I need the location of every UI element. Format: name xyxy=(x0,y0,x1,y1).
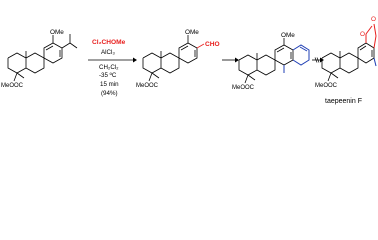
reaction-arrow-2 xyxy=(222,57,239,63)
molecule-4-methyl-bond xyxy=(373,57,377,67)
condition-temperature: -35 ºC xyxy=(99,72,117,79)
molecule-4-ester-label: MeOOC xyxy=(315,83,338,89)
molecule-2-ester-label: MeOOC xyxy=(136,83,159,89)
molecule-4-lactone-ring xyxy=(365,23,377,49)
condition-solvent: CH₂Cl₂ xyxy=(99,64,119,71)
molecule-3-ester-label: MeOOC xyxy=(232,85,255,91)
molecule-2-ome-label: OMe xyxy=(185,29,199,36)
molecule-1-starting-material xyxy=(7,34,78,82)
molecule-2-formyl-label: CHO xyxy=(205,41,220,48)
product-name-label: taepeenin F xyxy=(325,98,362,105)
reagent-dichloromethyl-methyl-ether: Cl₂CHOMe xyxy=(92,39,126,46)
molecule-4-carbonyl-oxygen: O xyxy=(371,16,376,23)
molecule-1-ester-label: MeOOC xyxy=(1,83,24,89)
molecule-3-new-ring xyxy=(283,44,310,73)
molecule-3-ome-label: OMe xyxy=(281,32,295,39)
scheme-canvas: OMe MeOOC Cl₂CHOMe AlCl₃ CH₂Cl₂ -35 ºC 1… xyxy=(1,16,377,105)
reaction-arrow-1 xyxy=(88,57,137,63)
molecule-1-ome-label: OMe xyxy=(50,29,64,36)
molecule-2-aldehyde xyxy=(142,35,205,82)
condition-time: 15 min xyxy=(100,81,119,88)
reagent-aluminum-chloride: AlCl₃ xyxy=(101,49,115,56)
molecule-3-intermediate xyxy=(238,38,294,84)
molecule-4-lactone-oxygen: O xyxy=(360,31,365,38)
condition-yield: (94%) xyxy=(101,90,118,97)
molecule-4-taepeenin-f xyxy=(321,42,375,82)
reaction-scheme: OMe MeOOC Cl₂CHOMe AlCl₃ CH₂Cl₂ -35 ºC 1… xyxy=(0,0,378,110)
